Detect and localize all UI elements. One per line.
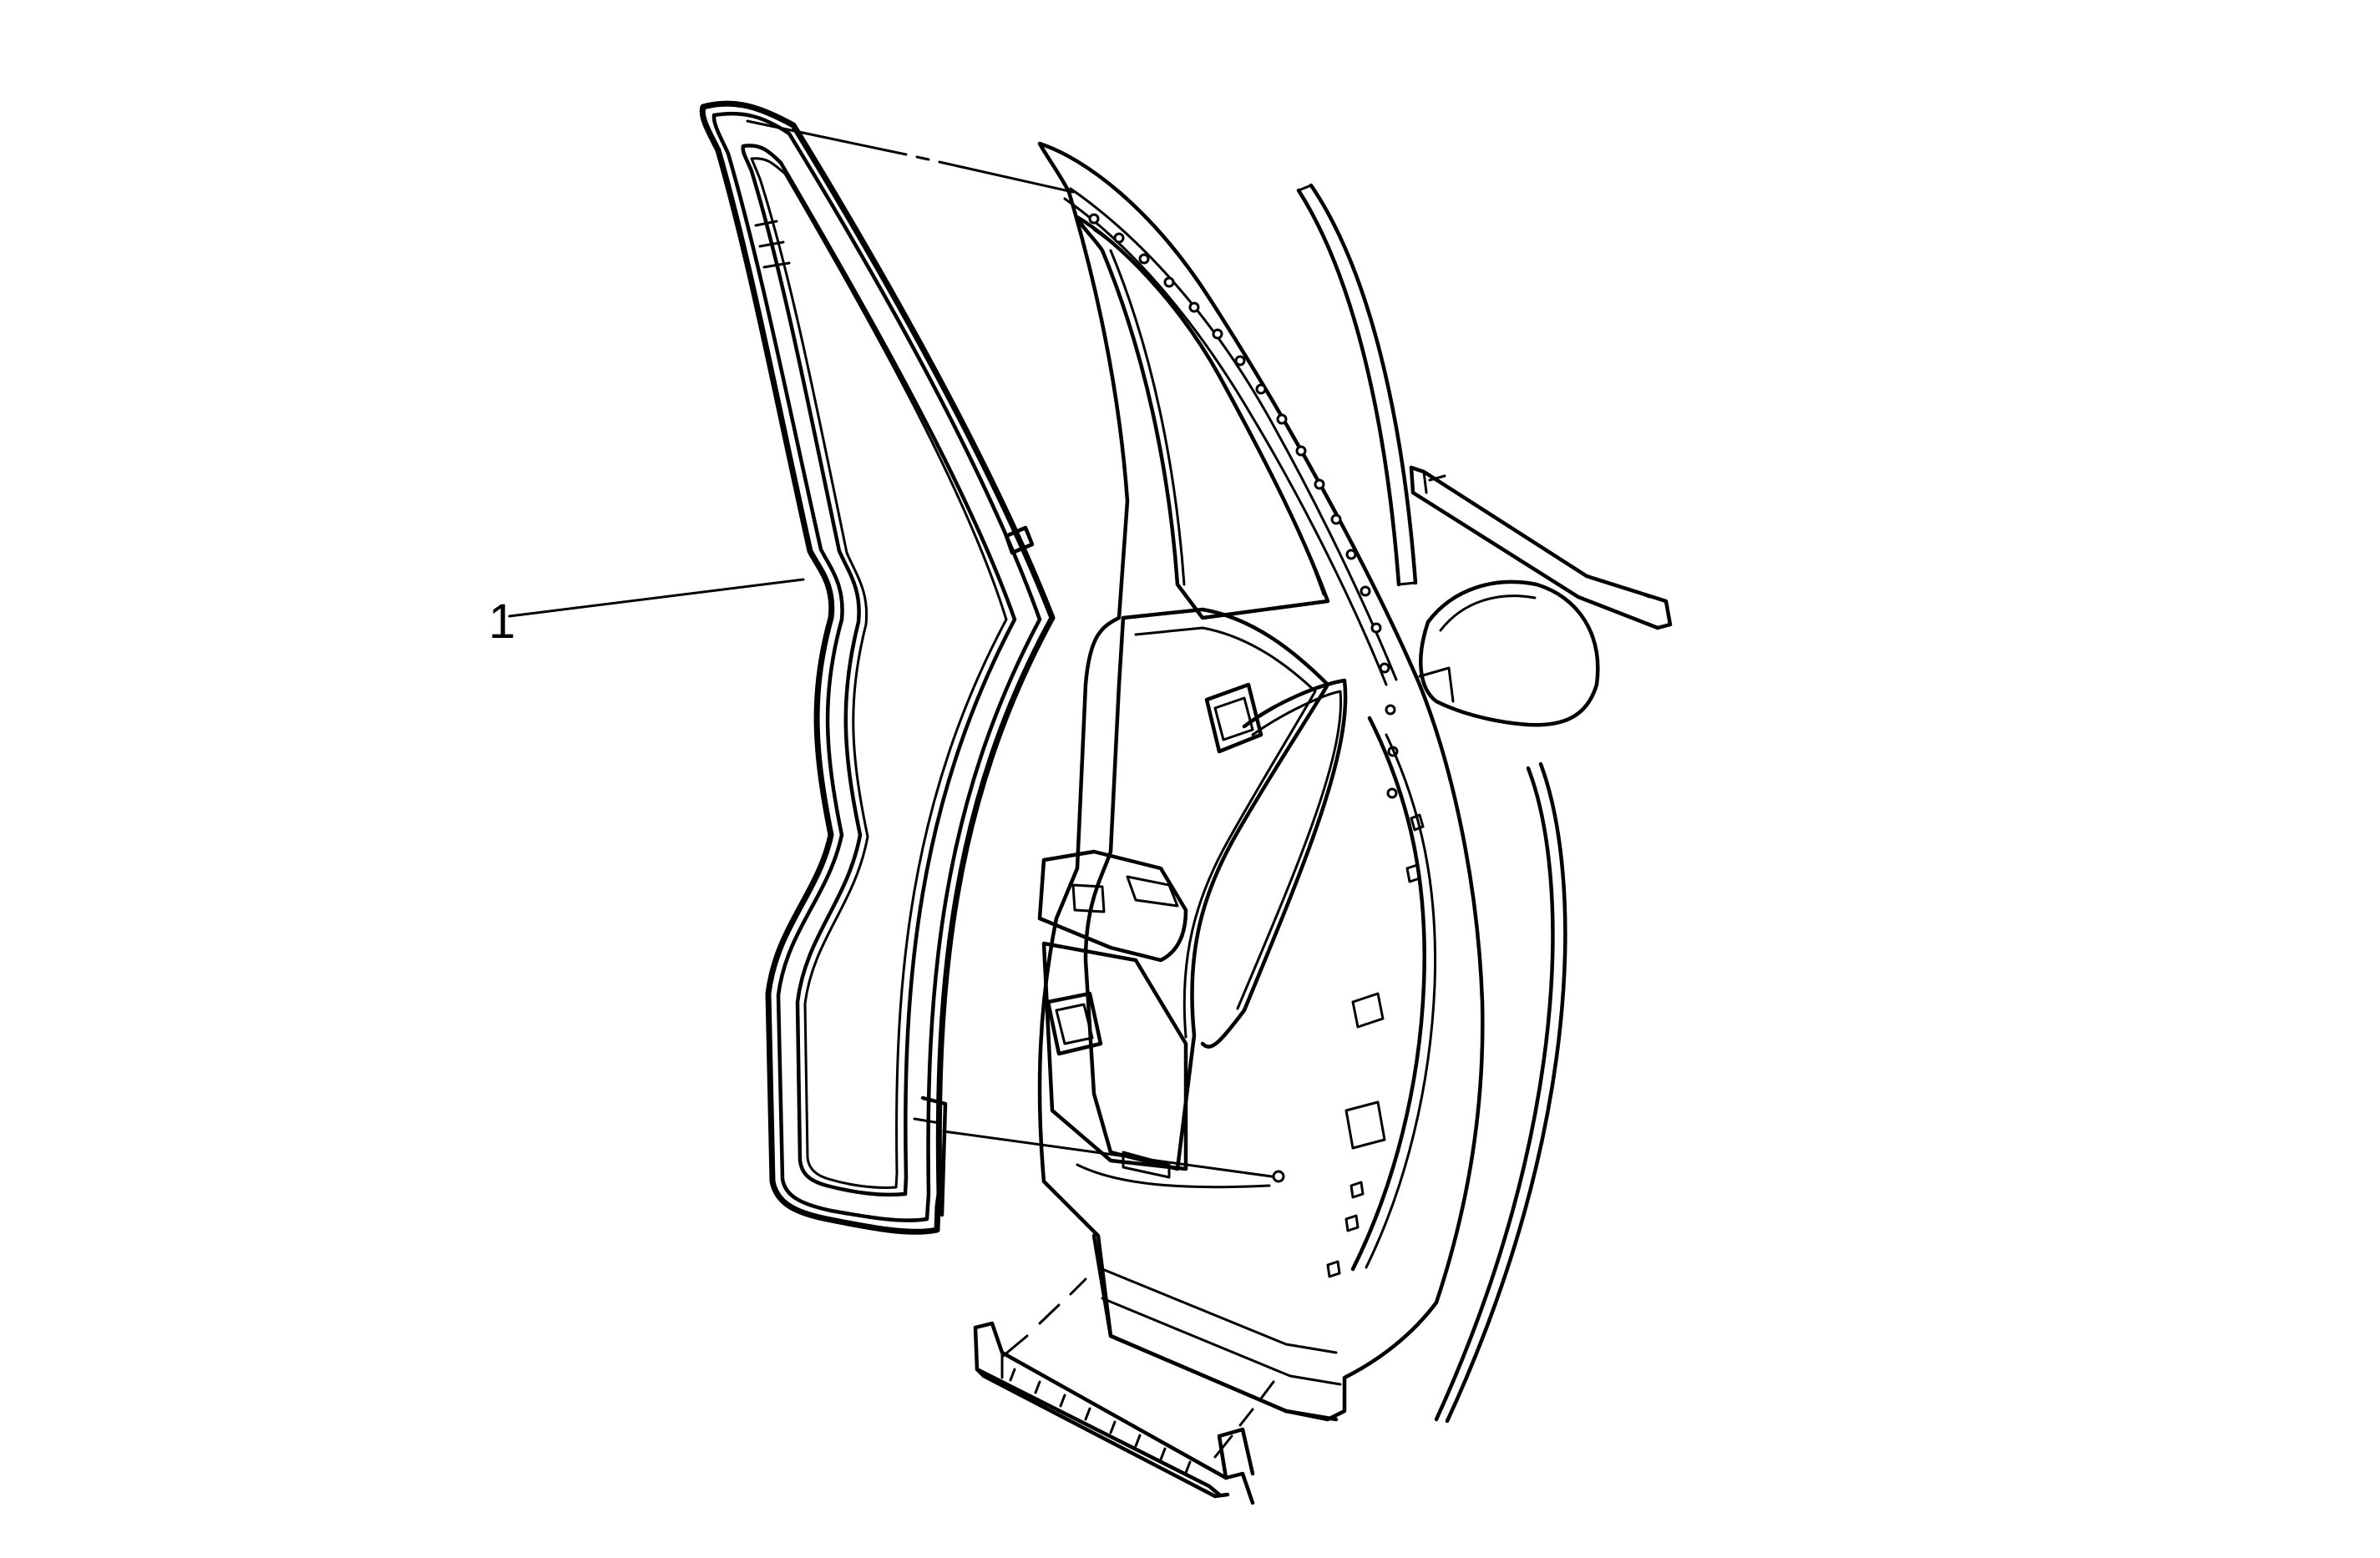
belt-molding [1409, 465, 1673, 630]
callout-label: 1 [489, 594, 515, 649]
leader-sill-right [1213, 1380, 1275, 1459]
leader-top [746, 119, 1075, 194]
leader-bottom [942, 1130, 1279, 1179]
outside-mirror [1418, 579, 1600, 727]
sill-strip [973, 1321, 1255, 1505]
lower-molding-strip [1434, 761, 1567, 1424]
door-weatherstrip [699, 100, 1056, 1235]
upper-molding-strip [1296, 183, 1418, 587]
front-door-assembly [1037, 141, 1485, 1422]
frame-holes [1088, 213, 1399, 799]
leader-sill-left [1000, 1277, 1087, 1358]
callout-leader [508, 578, 805, 618]
fastener [1272, 1170, 1285, 1183]
callout-1: 1 [489, 578, 805, 649]
